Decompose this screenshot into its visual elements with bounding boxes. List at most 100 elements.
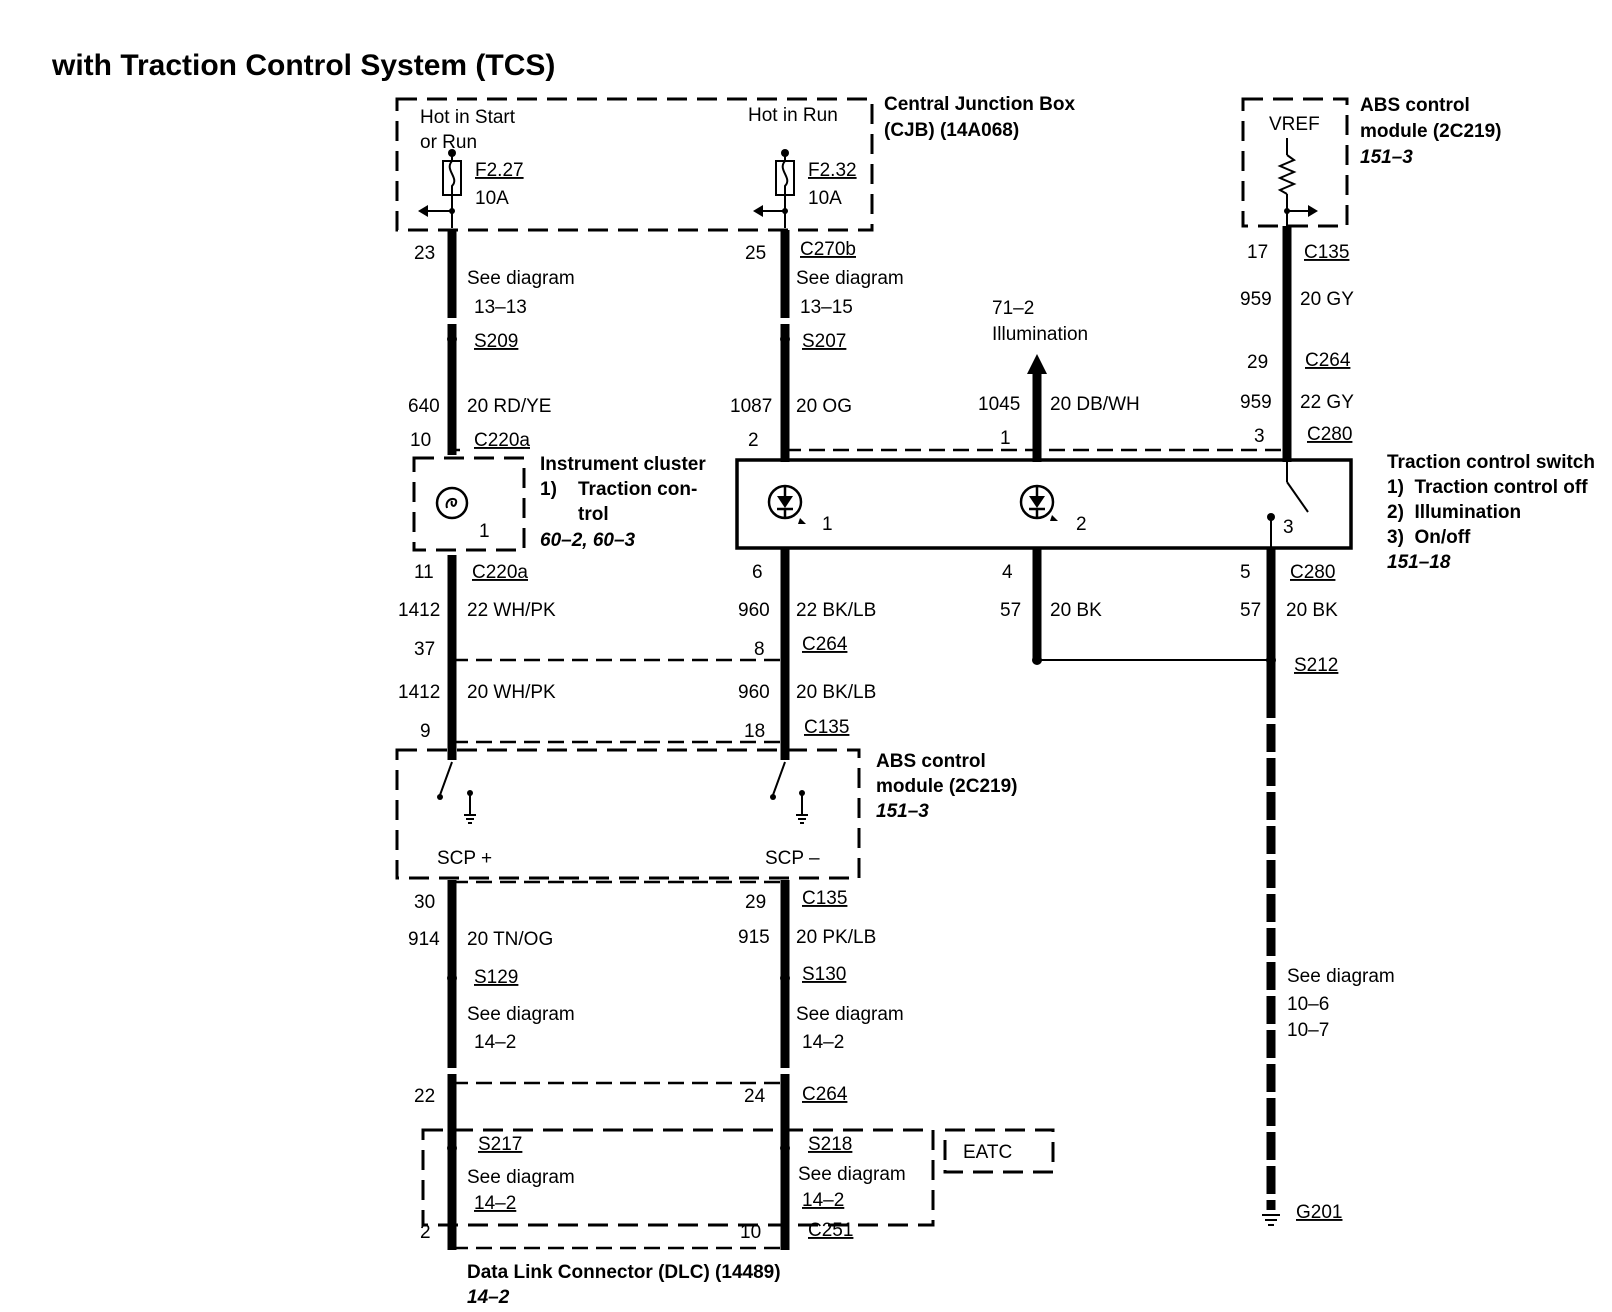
mid-pin-top: 25 <box>745 243 766 264</box>
left-see1: See diagram <box>467 268 575 289</box>
hot-in-run-label: Hot in Run <box>748 105 838 126</box>
right-wire: 20 GY <box>1300 289 1354 310</box>
right-pin-out: 5 <box>1240 562 1251 583</box>
left-pin-abs: 9 <box>420 721 431 742</box>
instrument-cluster: 1 Instrument cluster 1) Traction con- tr… <box>412 454 706 552</box>
mid-circuit3: 960 <box>738 682 770 703</box>
switch-n2: 2 <box>1076 514 1087 535</box>
mid-pin-switch-out: 6 <box>752 562 763 583</box>
left-conn-cluster-in: C220a <box>474 430 530 451</box>
switch-item2: 2) Illumination <box>1387 502 1521 523</box>
left-wire: 20 RD/YE <box>467 396 551 417</box>
mid-see3-ref: 14–2 <box>802 1190 844 1211</box>
mid-see3: See diagram <box>798 1164 906 1185</box>
right-circuit2: 959 <box>1240 392 1272 413</box>
traction-control-switch: 1 2 3 Traction control switch 1) Tractio… <box>735 452 1595 573</box>
eatc-splice-box <box>421 1128 935 1227</box>
illum-circuit2: 57 <box>1000 600 1021 621</box>
switch-n3: 3 <box>1283 517 1294 538</box>
right-pin-c264: 29 <box>1247 352 1268 373</box>
switch-ref: 151–18 <box>1387 552 1451 573</box>
cluster-lamp-num: 1 <box>479 521 490 542</box>
led-2-icon <box>1019 484 1058 521</box>
cluster-name: Instrument cluster <box>540 454 706 475</box>
mid-pin-dlc: 10 <box>740 1222 761 1243</box>
splice-s209-dot <box>447 334 457 344</box>
abs-top-name-line1: ABS control <box>1360 95 1470 116</box>
led-1-icon <box>767 484 806 524</box>
left-splice3: S217 <box>478 1134 522 1155</box>
switch-item1: 1) Traction control off <box>1387 477 1588 498</box>
hot-in-start-label: Hot in Start <box>420 107 516 128</box>
cjb-name-line1: Central Junction Box <box>884 94 1076 115</box>
mid-conn-abs-out: C135 <box>802 888 847 909</box>
switch-name: Traction control switch <box>1387 452 1595 473</box>
abs-module-top: VREF ABS control module (2C219) 151–3 <box>1241 95 1501 228</box>
illum-pin-out: 4 <box>1002 562 1013 583</box>
left-pin-dlc: 2 <box>420 1222 431 1243</box>
cjb-name-line2: (CJB) (14A068) <box>884 120 1019 141</box>
right-see-ref1: 10–6 <box>1287 994 1329 1015</box>
mid-pin-abs: 18 <box>744 721 765 742</box>
dlc: Data Link Connector (DLC) (14489) 14–2 <box>467 1262 781 1308</box>
cluster-item-line2: trol <box>578 504 609 525</box>
right-pin-switch: 3 <box>1254 426 1265 447</box>
mid-wire3: 20 BK/LB <box>796 682 876 703</box>
right-wire3: 20 BK <box>1286 600 1338 621</box>
right-conn-top: C135 <box>1304 242 1349 263</box>
left-pin-cluster-out: 11 <box>414 562 434 583</box>
central-junction-box: Central Junction Box (CJB) (14A068) Hot … <box>395 94 1076 232</box>
illum-pin-in: 1 <box>1000 428 1011 449</box>
left-circuit4: 914 <box>408 929 440 950</box>
mid-pin-c264b: 24 <box>744 1086 766 1107</box>
scp-minus-label: SCP – <box>765 848 820 869</box>
right-circuit: 959 <box>1240 289 1272 310</box>
mid-see2-ref: 14–2 <box>802 1032 844 1053</box>
abs-module-middle: SCP + SCP – ABS control module (2C219) 1… <box>395 748 1017 880</box>
abs-top-ref: 151–3 <box>1360 147 1413 168</box>
resistor-icon <box>1277 138 1318 226</box>
left-pin-cluster-in: 10 <box>410 430 431 451</box>
ground-label: G201 <box>1296 1202 1342 1223</box>
left-pin-c264: 37 <box>414 639 435 660</box>
eatc-region: EATC <box>421 1128 1055 1227</box>
illumination-wires <box>1027 354 1271 665</box>
right-conn-c264: C264 <box>1305 350 1351 371</box>
dlc-ref: 14–2 <box>467 1287 510 1308</box>
left-see3-ref: 14–2 <box>474 1193 516 1214</box>
right-see: See diagram <box>1287 966 1395 987</box>
splice-s130-dot <box>780 973 790 983</box>
eatc-box <box>943 1128 1055 1174</box>
abs-mid-name-line1: ABS control <box>876 751 986 772</box>
fuse-f2-27-rating: 10A <box>475 188 509 209</box>
splice-s218-dot <box>780 1143 790 1153</box>
right-splice: S212 <box>1294 655 1338 676</box>
left-see1-ref: 13–13 <box>474 297 527 318</box>
left-see2-ref: 14–2 <box>474 1032 516 1053</box>
switch-item3: 3) On/off <box>1387 527 1471 548</box>
illumination-labels: 71–2 Illumination 1045 20 DB/WH 1 4 57 2… <box>978 298 1140 621</box>
left-pin-c264b: 22 <box>414 1086 435 1107</box>
left-circuit: 640 <box>408 396 440 417</box>
mid-see1-ref: 13–15 <box>800 297 853 318</box>
scp-plus-label: SCP + <box>437 848 492 869</box>
right-see-ref2: 10–7 <box>1287 1020 1329 1041</box>
mid-conn-dlc: C251 <box>808 1220 853 1241</box>
mid-see1: See diagram <box>796 268 904 289</box>
left-see2: See diagram <box>467 1004 575 1025</box>
left-wire4: 20 TN/OG <box>467 929 553 950</box>
cluster-item-line1: Traction con- <box>578 479 697 500</box>
scp-minus-switch-icon <box>770 761 808 824</box>
cluster-item-num: 1) <box>540 479 557 500</box>
left-splice1: S209 <box>474 331 518 352</box>
mid-circuit2: 960 <box>738 600 770 621</box>
hot-in-start-label-2: or Run <box>420 132 477 153</box>
left-circuit2: 1412 <box>398 600 440 621</box>
switch-contact-icon <box>1267 462 1309 548</box>
mid-wire2: 22 BK/LB <box>796 600 876 621</box>
fuse-f2-27-icon <box>418 149 462 228</box>
illum-wire2: 20 BK <box>1050 600 1102 621</box>
mid-conn-abs: C135 <box>804 717 849 738</box>
mid-circuit4: 915 <box>738 927 770 948</box>
abs-top-name-line2: module (2C219) <box>1360 121 1501 142</box>
